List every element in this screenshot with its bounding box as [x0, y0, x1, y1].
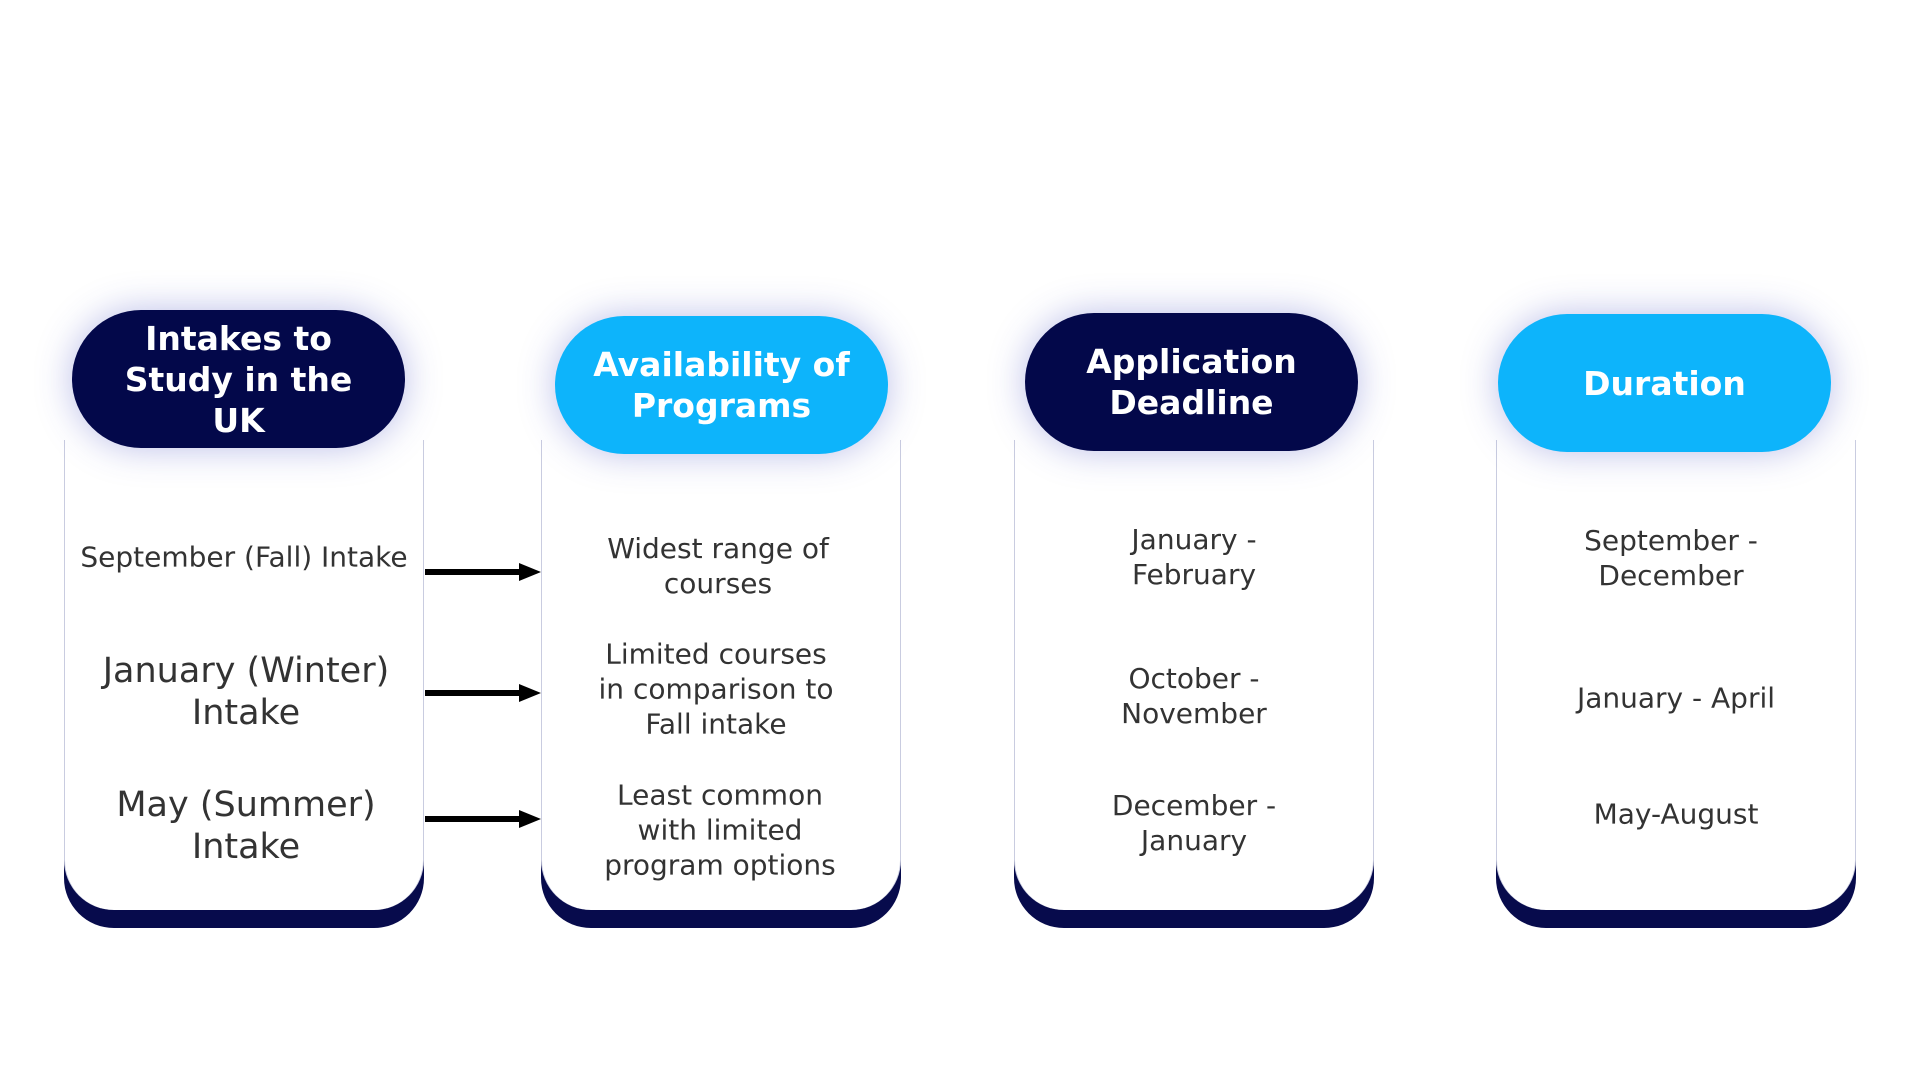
- header-label: Availability of Programs: [593, 345, 850, 425]
- intake-may: May (Summer) Intake: [116, 785, 376, 867]
- duration-summer: May-August: [1593, 797, 1759, 831]
- intakes-header: Intakes to Study in the UK: [72, 310, 405, 448]
- intake-january: January (Winter) Intake: [102, 651, 390, 733]
- arrow-right-icon: [425, 684, 541, 702]
- deadline-card: [1014, 440, 1374, 910]
- intake-september: September (Fall) Intake: [80, 540, 408, 574]
- availability-header: Availability of Programs: [555, 316, 888, 454]
- arrow-right-icon: [425, 563, 541, 581]
- availability-card: [541, 440, 901, 910]
- deadline-winter: October - November: [1121, 662, 1267, 730]
- intakes-card: [64, 440, 424, 910]
- arrow-right-icon: [425, 810, 541, 828]
- deadline-summer: December - January: [1111, 789, 1277, 857]
- availability-winter: Limited courses in comparison to Fall in…: [598, 637, 834, 741]
- duration-card: [1496, 440, 1856, 910]
- availability-fall: Widest range of courses: [607, 532, 829, 600]
- duration-header: Duration: [1498, 314, 1831, 452]
- duration-fall: September - December: [1584, 524, 1758, 592]
- availability-summer: Least common with limited program option…: [604, 778, 836, 882]
- deadline-header: Application Deadline: [1025, 313, 1358, 451]
- header-label: Intakes to Study in the UK: [124, 318, 353, 440]
- duration-winter: January - April: [1576, 681, 1776, 715]
- deadline-fall: January - February: [1131, 523, 1257, 591]
- header-label: Duration: [1583, 363, 1746, 403]
- header-label: Application Deadline: [1086, 342, 1297, 422]
